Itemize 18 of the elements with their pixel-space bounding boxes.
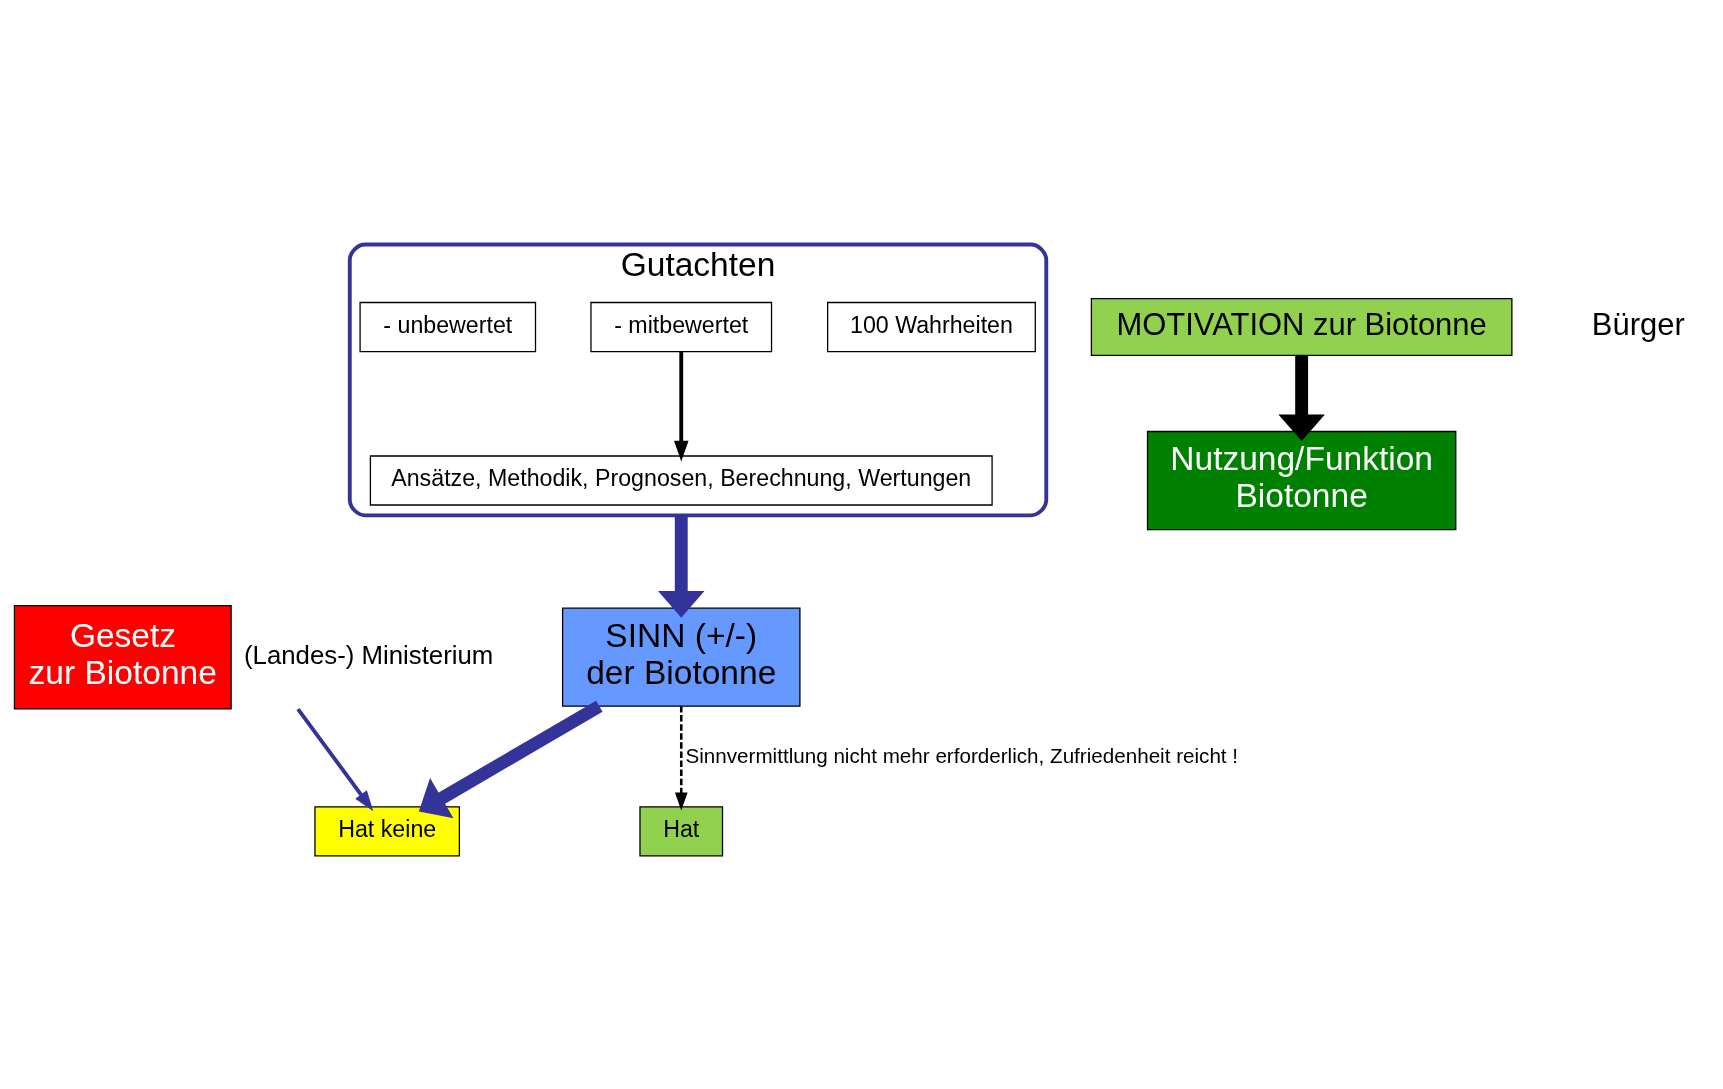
arrow bbox=[418, 700, 603, 818]
edge-label: Sinnvermittlung nicht mehr erforderlich, Zufriedenheit reicht ! bbox=[685, 743, 1239, 767]
node-box: SINN (+/-) der Biotonne bbox=[561, 607, 801, 707]
node-box: Ansätze, Methodik, Prognosen, Berechnung, Wertungen bbox=[369, 454, 993, 506]
arrow bbox=[658, 514, 705, 618]
arrow bbox=[296, 707, 374, 811]
arrow bbox=[674, 705, 688, 811]
node-box: Nutzung/Funktion Biotonne bbox=[1146, 430, 1457, 530]
arrow bbox=[1278, 355, 1325, 441]
node-box: MOTIVATION zur Biotonne bbox=[1090, 297, 1513, 356]
node-box: - mitbewertet bbox=[590, 301, 773, 352]
node-box: Hat bbox=[639, 805, 724, 856]
node-box: Hat keine bbox=[314, 805, 461, 856]
label: Bürger bbox=[1591, 306, 1685, 342]
node-box: 100 Wahrheiten bbox=[827, 301, 1036, 352]
node-box: - unbewertet bbox=[359, 301, 537, 352]
arrow bbox=[674, 351, 689, 462]
node-label: (Landes-) Ministerium bbox=[244, 640, 494, 669]
